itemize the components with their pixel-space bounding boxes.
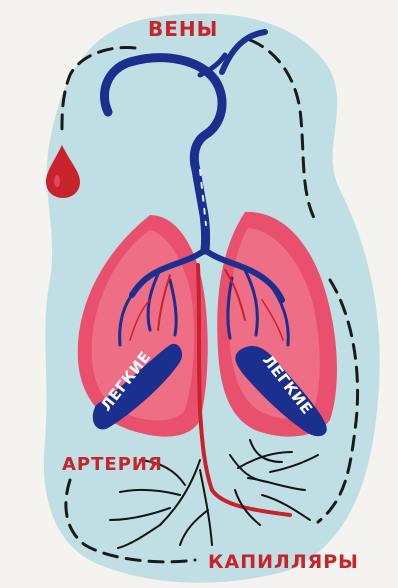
veins-label: ВЕНЫ (148, 17, 218, 41)
capillaries-label: КАПИЛЛЯРЫ (208, 551, 359, 573)
artery-label: АРТЕРИЯ (62, 454, 163, 475)
